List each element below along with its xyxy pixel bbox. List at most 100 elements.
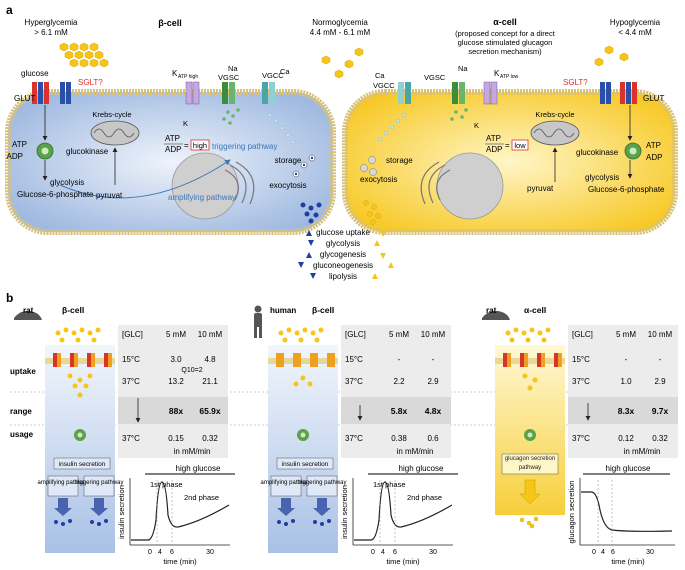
triggering-pathway-label: triggering pathway [212, 142, 277, 151]
table2-header-10mm: 10 mM [421, 330, 446, 339]
chart1-tick-0: 0 [148, 549, 152, 556]
storage-label-right: storage [386, 156, 413, 165]
chart1-xlabel: time (min) [163, 557, 197, 566]
alpha-subtitle-2: glucose stimulated glucagon [458, 38, 553, 47]
na-ions-left [222, 108, 240, 125]
table1-usage-10mm: 0.32 [202, 434, 218, 443]
table2-37c: 37°C [345, 377, 363, 386]
glut-channel-right [620, 82, 637, 104]
insulin-granules-left [292, 154, 316, 178]
chart1-curve [131, 481, 230, 541]
glucagon-secretion-box [501, 453, 559, 475]
chart2-curve [354, 481, 453, 541]
table2-15c: 15°C [345, 355, 363, 364]
row-label-range: range [10, 407, 32, 416]
table3-header-10mm: 10 mM [648, 330, 673, 339]
extracellular-glucose-middle [321, 47, 364, 79]
glycolysis-label-left: glycolysis [50, 178, 84, 187]
insulin-secretion-box-2 [276, 457, 334, 470]
table2-unit: in mM/min [397, 447, 434, 456]
cell-type-1: β-cell [62, 305, 84, 315]
table3-header-glc: [GLC] [572, 330, 593, 339]
pyruvat-label-left: pyruvat [96, 191, 123, 200]
atp-ratio-label-left: ATP [165, 134, 180, 143]
table1-37c-10mm: 21.1 [202, 377, 218, 386]
atp-label-left: ATP [12, 140, 27, 149]
triggering-label-2: triggering pathway [297, 480, 346, 486]
glucokinase-icon-left [36, 142, 54, 160]
normoglycemia-value: 4.4 mM - 6.1 mM [310, 28, 371, 37]
table3-15c: 15°C [572, 355, 590, 364]
na-label-right: Na [458, 64, 468, 73]
svg-text:=: = [184, 141, 189, 150]
table2-usage-10mm: 0.6 [427, 434, 439, 443]
glucagon-secretion-label: glucagon secretion pathway [504, 456, 556, 471]
table1-15c-10mm: 4.8 [204, 355, 216, 364]
svg-text:=: = [505, 141, 510, 150]
table2-15c-10mm: - [432, 355, 435, 364]
table1-37c-5mm: 13.2 [168, 377, 184, 386]
glucokinase-label-right: glucokinase [576, 148, 619, 157]
krebs-label-right: Krebs-cycle [535, 110, 574, 119]
column-rat-alpha: rat α-cell glucagon secretion pathway [G… [482, 305, 678, 566]
chart2-xlabel: time (min) [386, 557, 420, 566]
chart3-xlabel: time (min) [611, 557, 645, 566]
vgsc-label-right: VGSC [424, 73, 446, 82]
table2-usage-37c: 37°C [345, 434, 363, 443]
rat-icon [14, 310, 42, 320]
chart1-phase2: 2nd phase [184, 493, 219, 502]
chart2-tick-0: 0 [371, 549, 375, 556]
chart3-tick-30: 30 [646, 549, 654, 556]
glucokinase-icon-col2 [297, 429, 309, 441]
sglt-channel-right [600, 82, 611, 104]
row-label-usage: usage [10, 430, 34, 439]
insulin-secretion-label-2: insulin secretion [282, 461, 329, 468]
glut-channel-left [32, 82, 49, 104]
glut-row-1 [53, 353, 112, 367]
pyruvat-label-right: pyruvat [527, 184, 554, 193]
k-plus-right: K [474, 121, 479, 130]
vgsc-channel-right [452, 82, 465, 104]
glucokinase-icon-col1 [74, 429, 86, 441]
chart3-title: high glucose [606, 464, 651, 473]
released-insulin-dots [300, 202, 322, 224]
alpha-cell-title: α-cell [493, 17, 517, 27]
glucose-dots-3 [505, 327, 551, 391]
triggering-box-2 [306, 475, 338, 497]
effects-list: glucose uptake glycolysis glycogenesis g… [313, 228, 373, 281]
katp-label-right: K [494, 69, 500, 78]
ca-label-left: Ca [280, 67, 290, 76]
cell-type-3: α-cell [524, 305, 546, 315]
glycolysis-label-right: glycolysis [585, 173, 619, 182]
vgcc-label-left: VGCC [262, 71, 284, 80]
vgcc-channel-right [398, 82, 411, 104]
table2-range-5mm: 5.8x [391, 406, 408, 416]
triggering-label-1: triggering pathway [74, 480, 123, 486]
chart2-tick-30: 30 [429, 549, 437, 556]
panel-b-label: b [6, 291, 13, 305]
table1-range-10mm: 65.9x [199, 406, 221, 416]
glucokinase-icon-col3 [524, 429, 536, 441]
ratio-state-left: high [193, 141, 207, 150]
table1-15c: 15°C [122, 355, 140, 364]
extracellular-glucose-right [594, 45, 629, 67]
ca-label-right: Ca [375, 71, 385, 80]
table1-header-10mm: 10 mM [198, 330, 223, 339]
chart3-curve [581, 491, 673, 532]
table-1 [118, 325, 228, 458]
hyperglycemia-title: Hyperglycemia [25, 18, 78, 27]
g6p-label-left: Glucose-6-phosphate [17, 190, 94, 199]
table2-37c-10mm: 2.9 [427, 377, 439, 386]
atp-label-right: ATP [646, 141, 661, 150]
chart2-phase1: 1st phase [373, 480, 406, 489]
panel-a-label: a [6, 3, 13, 17]
glucokinase-icon-right [624, 142, 642, 160]
glucose-dots-1 [55, 327, 101, 398]
table2-37c-5mm: 2.2 [393, 377, 405, 386]
glut-label-left: GLUT [14, 94, 35, 103]
atp-ratio-label-right: ATP [486, 134, 501, 143]
table1-header-glc: [GLC] [122, 330, 143, 339]
table3-usage-5mm: 0.12 [618, 434, 634, 443]
species-rat-2: rat [486, 306, 497, 315]
table2-range-10mm: 4.8x [425, 406, 442, 416]
